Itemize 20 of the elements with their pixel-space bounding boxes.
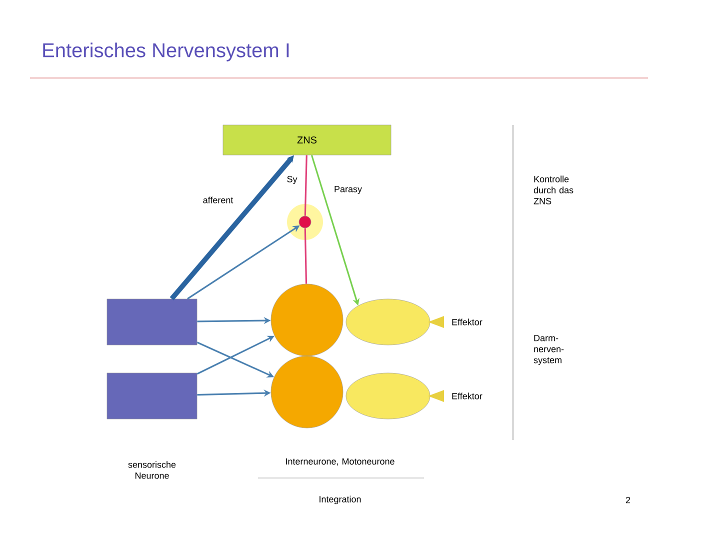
text-label: Interneurone, Motoneurone (286, 458, 394, 466)
text-label: sensorische Neurone (128, 461, 176, 479)
text-label: Kontrolle durch das ZNS (534, 176, 574, 204)
effector-label: Effektor (452, 392, 482, 400)
text-label: Darm-nerven-system (534, 334, 564, 366)
title: Enterisches Nervensystem I (43, 42, 289, 62)
effector-drawing (346, 372, 444, 420)
ganglion-dot (298, 216, 312, 228)
text-label: Integration (320, 496, 361, 504)
edge-label: afferent (203, 196, 234, 204)
effector-drawing (346, 298, 444, 346)
sensory-neuron-box (106, 372, 198, 420)
edge-label: Sy (287, 176, 298, 184)
sensory-neuron-box (106, 298, 198, 346)
cns-box: ZNS (222, 124, 392, 156)
effector-label: Effektor (452, 318, 482, 326)
neuron-circle (270, 356, 344, 428)
text-label: 2 (626, 496, 630, 504)
edge-label: Parasy (334, 186, 362, 194)
neuron-circle (270, 284, 344, 356)
